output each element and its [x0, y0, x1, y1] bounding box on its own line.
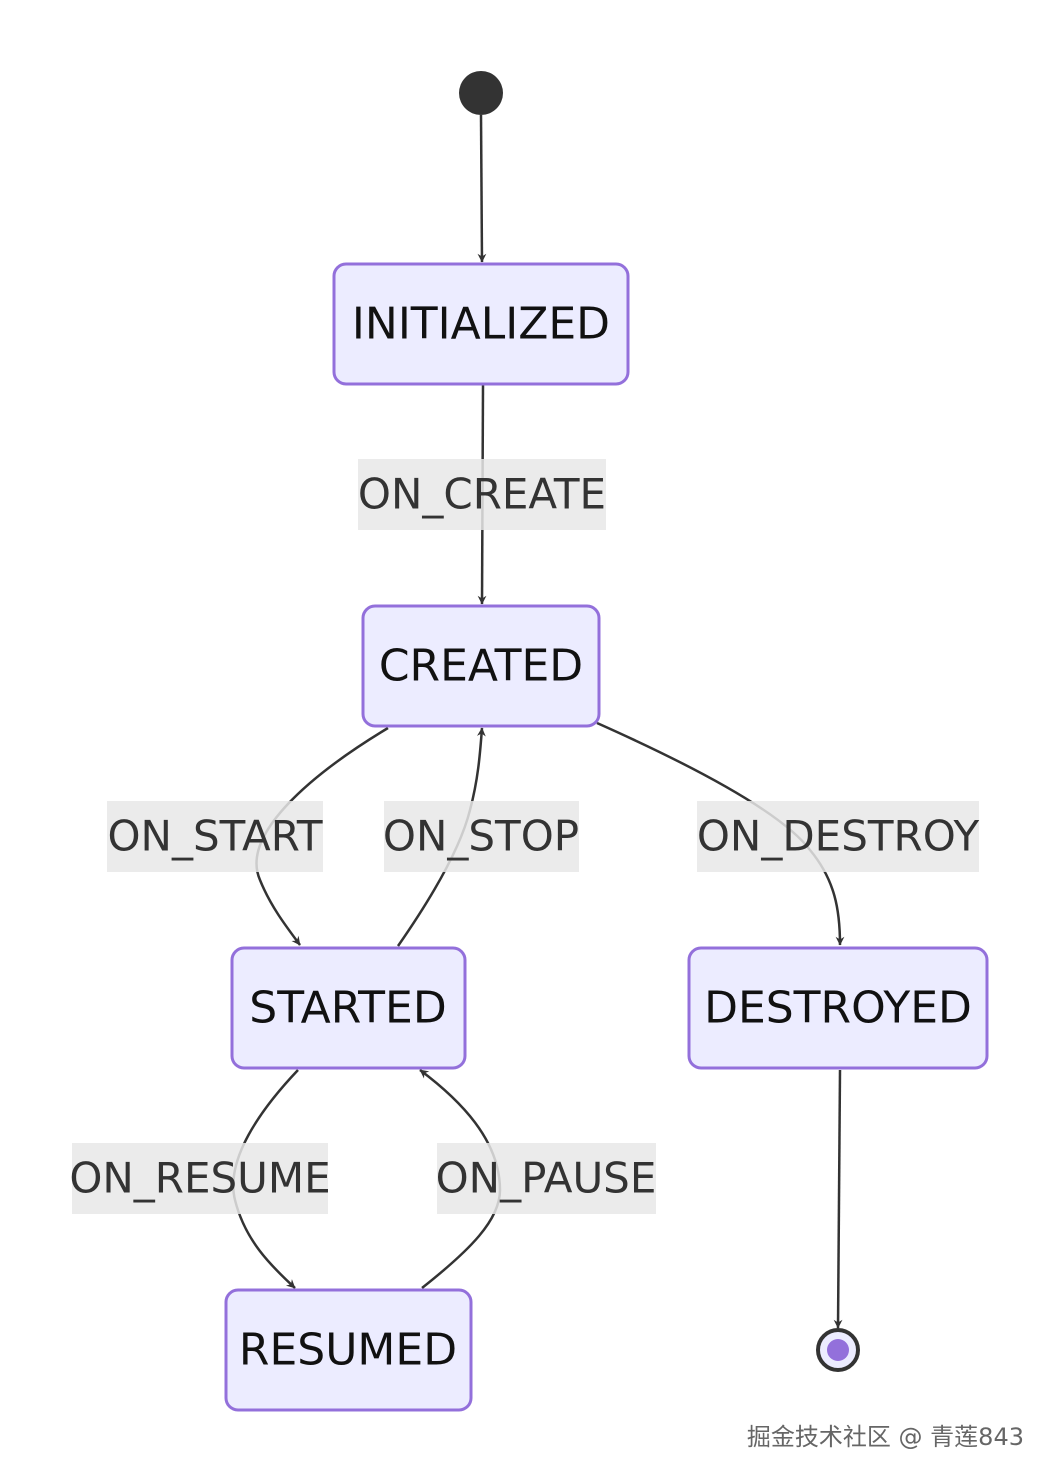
edge-label-on-destroy: ON_DESTROY: [697, 801, 980, 872]
state-initialized: INITIALIZED: [332, 262, 630, 386]
transition-label: ON_RESUME: [69, 1154, 330, 1203]
edge-label-on-resume: ON_RESUME: [69, 1143, 331, 1214]
transition-label: ON_PAUSE: [436, 1154, 657, 1203]
end-state-marker: [816, 1328, 860, 1372]
transition-label: ON_DESTROY: [697, 812, 980, 861]
edge-label-on-stop: ON_STOP: [383, 801, 579, 872]
state-created: CREATED: [361, 604, 601, 728]
transition-label: ON_START: [107, 812, 322, 861]
edge-destroyed-to-end: [833, 1069, 843, 1329]
edge-start-to-initialized: [477, 114, 487, 263]
state-label: DESTROYED: [704, 983, 972, 1034]
transition-label: ON_STOP: [383, 812, 579, 861]
state-started: STARTED: [230, 946, 467, 1070]
transition-label: ON_CREATE: [358, 470, 606, 519]
state-destroyed: DESTROYED: [687, 946, 989, 1070]
watermark: 掘金技术社区 @ 青莲843: [746, 1423, 1024, 1451]
state-label: CREATED: [379, 641, 583, 692]
edge-label-on-create: ON_CREATE: [358, 459, 606, 530]
edge-label-on-pause: ON_PAUSE: [436, 1143, 657, 1214]
edge-label-on-start: ON_START: [107, 801, 323, 872]
state-label: STARTED: [249, 983, 446, 1034]
start-state-marker: [459, 71, 503, 115]
state-resumed: RESUMED: [224, 1288, 473, 1412]
state-label: INITIALIZED: [352, 299, 610, 350]
state-label: RESUMED: [239, 1325, 457, 1376]
